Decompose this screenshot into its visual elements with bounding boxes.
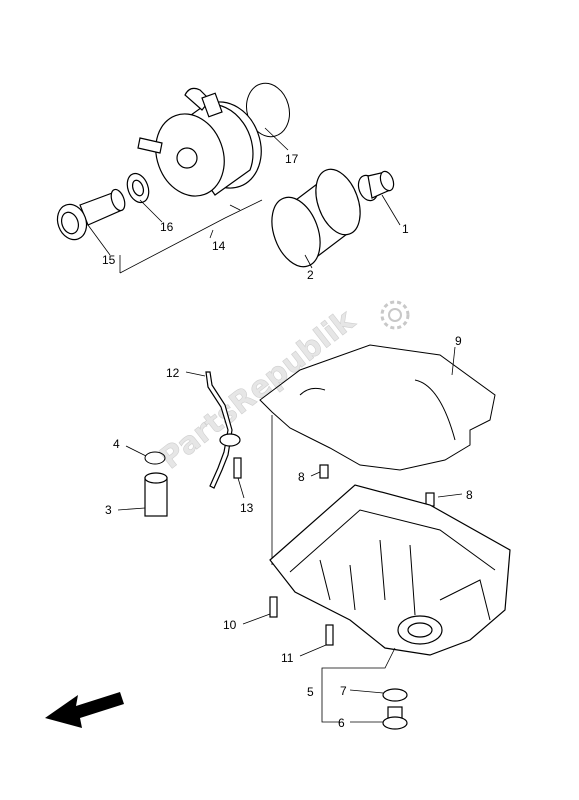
callout-5: 5 (307, 685, 314, 699)
oil-cooler (137, 87, 262, 197)
oil-pan (269, 484, 511, 656)
callout-11: 11 (281, 651, 294, 665)
callout-15: 15 (102, 253, 116, 267)
callout-14: 14 (212, 239, 226, 253)
pan-bolt (325, 624, 334, 646)
oil-filter (271, 168, 361, 268)
filter-union-fitting (357, 170, 395, 202)
oil-pipe (205, 371, 233, 489)
callout-8b: 8 (466, 488, 473, 502)
callout-1: 1 (402, 222, 409, 236)
callout-2: 2 (307, 268, 314, 282)
callout-9: 9 (455, 334, 462, 348)
callout-4: 4 (113, 437, 120, 451)
relief-valve (144, 472, 168, 517)
callout-7: 7 (340, 684, 347, 698)
callout-17: 17 (285, 152, 299, 166)
strainer-o-ring (144, 451, 166, 465)
callout-16: 16 (160, 220, 174, 234)
watermark-text: PartsRepublik (153, 302, 362, 476)
callout-6: 6 (338, 716, 345, 730)
oil-pan-gasket (259, 344, 496, 471)
watermark: PartsRepublik (153, 300, 410, 477)
pan-bolt (269, 596, 278, 618)
callout-8a: 8 (298, 470, 305, 484)
callout-3: 3 (105, 503, 112, 517)
gear-icon (380, 300, 410, 330)
callout-10: 10 (223, 618, 237, 632)
pipe-bolt (233, 457, 242, 479)
dowel-pin (319, 464, 329, 479)
drain-gasket (382, 688, 408, 702)
arrow-front-icon (45, 692, 124, 728)
callout-13: 13 (240, 501, 254, 515)
callout-12: 12 (166, 366, 180, 380)
drain-plug (382, 706, 408, 730)
union-bolt (56, 188, 126, 241)
washer (126, 172, 150, 204)
